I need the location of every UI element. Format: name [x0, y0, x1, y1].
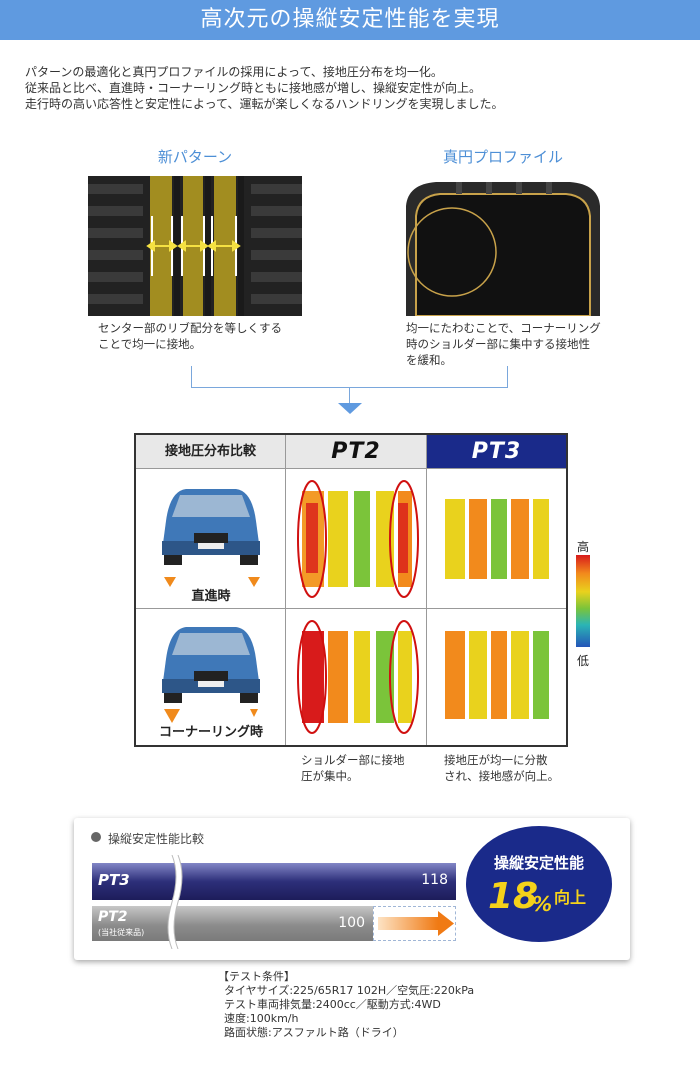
- car-front-icon: [162, 489, 260, 565]
- bullet-icon: [91, 832, 101, 842]
- intro-line: パターンの最適化と真円プロファイルの採用によって、接地圧分布を均一化。: [25, 65, 443, 79]
- pt2-performance-bar: PT2 (当社従来品) 100: [92, 906, 373, 941]
- conditions-line: タイヤサイズ:225/65R17 102H／空気圧:220kPa: [224, 984, 475, 997]
- round-profile-title: 真円プロファイル: [442, 148, 563, 166]
- badge-unit: %: [532, 892, 553, 916]
- table-header-label: 接地圧分布比較: [136, 435, 286, 469]
- caption-line: 均一にたわむことで、コーナーリング: [406, 321, 601, 335]
- connector-line: [507, 366, 508, 388]
- pt3-caption: 接地圧が均一に分散 され、接地感が向上。: [444, 752, 574, 784]
- caption-line: ことで均一に接地。: [98, 337, 202, 351]
- pt3-performance-bar: PT3 118: [92, 863, 456, 900]
- new-pattern-title: 新パターン: [157, 148, 233, 166]
- section-header: 高次元の操縦安定性能を実現: [0, 0, 700, 40]
- down-arrow-icon: [164, 709, 258, 723]
- tread-pattern-image: [88, 176, 302, 316]
- caption-line: 圧が集中。: [301, 769, 359, 783]
- badge-number: 18: [488, 876, 539, 917]
- conditions-line: 速度:100km/h: [224, 1012, 299, 1025]
- legend-low-label: 低: [577, 654, 590, 668]
- test-conditions: 【テスト条件】 タイヤサイズ:225/65R17 102H／空気圧:220kPa…: [218, 970, 474, 1040]
- pressure-comparison-table: 接地圧分布比較 PT2 PT3 直進時: [134, 433, 568, 747]
- conditions-heading: 【テスト条件】: [218, 970, 295, 983]
- pt2-straight-heatmap: [286, 469, 427, 609]
- legend-high-label: 高: [577, 540, 590, 554]
- caption-line: を緩和。: [406, 353, 452, 367]
- badge-suffix: 向上: [554, 888, 587, 907]
- caption-line: 時のショルダー部に集中する接地性: [406, 337, 590, 351]
- conditions-line: 路面状態:アスファルト路（ドライ）: [224, 1026, 404, 1039]
- pt3-cornering-heatmap: [427, 609, 566, 745]
- connector-line: [191, 366, 192, 388]
- pressure-color-scale: [576, 555, 590, 647]
- intro-line: 従来品と比べ、直進時・コーナーリング時ともに接地感が増し、操縦安定性が向上。: [25, 81, 482, 95]
- pt3-straight-heatmap: [427, 469, 566, 609]
- right-arrow-icon: [378, 911, 454, 936]
- pt2-bar-label: PT2: [98, 909, 128, 925]
- pt3-bar-value: 118: [421, 872, 448, 888]
- intro-line: 走行時の高い応答性と安定性によって、運転が楽しくなるハンドリングを実現しました。: [25, 97, 504, 111]
- round-profile-caption: 均一にたわむことで、コーナーリング 時のショルダー部に集中する接地性 を緩和。: [406, 320, 616, 368]
- caption-line: され、接地感が向上。: [444, 769, 560, 783]
- axis-break-icon: [167, 855, 183, 949]
- new-pattern-caption: センター部のリブ配分を等しくする ことで均一に接地。: [98, 320, 308, 352]
- car-front-icon: [162, 627, 260, 703]
- pt2-logo: PT2: [286, 435, 427, 469]
- down-arrow-icon: [164, 577, 260, 587]
- pt3-bar-label: PT3: [98, 871, 130, 889]
- tire-profile-image: [396, 176, 610, 316]
- pt2-cornering-heatmap: [286, 609, 427, 745]
- row-label-cornering: コーナーリング時: [158, 725, 263, 740]
- down-arrow-icon: [338, 403, 362, 414]
- pt2-caption: ショルダー部に接地 圧が集中。: [301, 752, 431, 784]
- straight-driving-cell: 直進時: [136, 469, 286, 609]
- improvement-badge: 操縦安定性能 18 % 向上: [466, 826, 612, 942]
- cornering-cell: コーナーリング時: [136, 609, 286, 745]
- improvement-gap: [373, 906, 456, 941]
- connector-line: [349, 387, 350, 405]
- performance-title: 操縦安定性能比較: [108, 832, 205, 846]
- intro-text: パターンの最適化と真円プロファイルの採用によって、接地圧分布を均一化。 従来品と…: [25, 64, 685, 112]
- pt2-bar-sublabel: (当社従来品): [98, 928, 145, 937]
- conditions-line: テスト車両排気量:2400cc／駆動方式:4WD: [224, 998, 441, 1011]
- badge-title: 操縦安定性能: [493, 854, 584, 872]
- pt2-bar-value: 100: [338, 915, 365, 931]
- caption-line: ショルダー部に接地: [301, 753, 405, 767]
- pt3-logo: PT3: [427, 435, 566, 469]
- row-label-straight: 直進時: [191, 589, 231, 604]
- caption-line: 接地圧が均一に分散: [444, 753, 548, 767]
- caption-line: センター部のリブ配分を等しくする: [98, 321, 282, 335]
